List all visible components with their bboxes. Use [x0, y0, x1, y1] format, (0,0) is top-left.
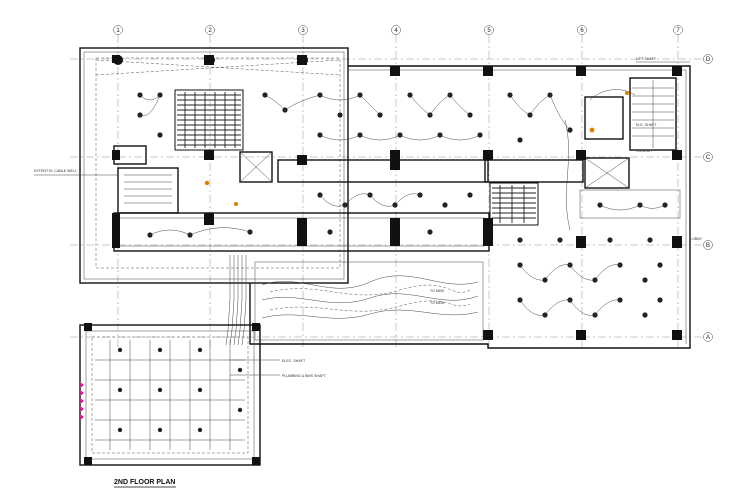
title-block: 2ND FLOOR PLAN	[114, 479, 176, 488]
note-to-mdb-1: TO MDB	[430, 289, 445, 293]
note-right-top: LIFT SHAFT	[636, 57, 657, 61]
grid-row-d: D	[706, 57, 711, 63]
note-plumbing-shaft: PLUMBING & BMS SHAFT	[282, 374, 327, 378]
note-conduit: CONDUIT	[636, 149, 653, 153]
stair-core-middle	[489, 182, 539, 226]
lower-block	[79, 323, 261, 466]
grid-col-6: 6	[580, 28, 584, 34]
grid-col-3: 3	[301, 28, 305, 34]
wiring	[139, 89, 666, 316]
grid-col-4: 4	[394, 28, 398, 34]
grid-row-c: C	[706, 155, 711, 161]
grid-bubbles-columns: 1 2 3 4 5 6 7	[113, 25, 683, 35]
stair-core-top	[174, 89, 244, 151]
note-elec-shaft-right: ELE. SHAFT	[636, 123, 657, 127]
grid-col-1: 1	[116, 28, 120, 34]
grid-col-7: 7	[676, 28, 680, 34]
drawing-title: 2ND FLOOR PLAN	[114, 479, 175, 486]
grid-col-5: 5	[487, 28, 491, 34]
grid-row-a: A	[706, 335, 710, 341]
annotations: ELEC. SHAFT PLUMBING & BMS SHAFT TO MDB …	[34, 57, 703, 378]
orange-panels	[204, 91, 629, 206]
pool-area	[254, 261, 484, 341]
magenta-markers	[80, 382, 84, 420]
note-elec-shaft-bottom: ELEC. SHAFT	[282, 359, 306, 363]
cable-tray	[225, 255, 247, 346]
note-right-side: LOBBY	[690, 237, 703, 241]
light-fixtures	[137, 92, 668, 318]
lift-shafts	[113, 96, 630, 189]
structural-columns	[112, 55, 682, 340]
grid-lines	[70, 35, 705, 350]
stair-left	[117, 167, 179, 214]
stair-right	[629, 77, 677, 151]
note-left: EXTENT EL CABLE WELL	[34, 169, 77, 173]
grid-row-b: B	[706, 243, 710, 249]
grid-bubbles-rows: A B C D	[703, 54, 713, 342]
grid-col-2: 2	[208, 28, 212, 34]
note-to-mdb-2: TO MDB	[430, 301, 445, 305]
building-outline	[79, 47, 691, 349]
